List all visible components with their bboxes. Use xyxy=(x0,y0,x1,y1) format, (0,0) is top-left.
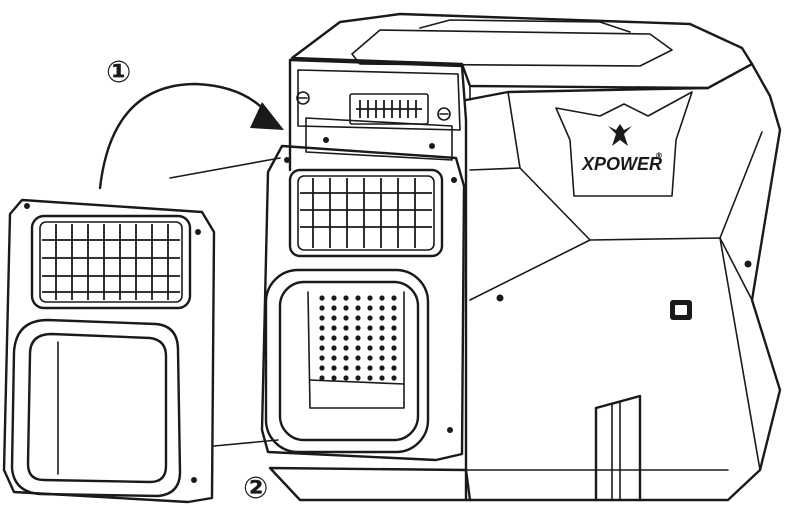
perforation-dot xyxy=(343,365,349,371)
perforation-dot xyxy=(331,345,337,351)
curved-arrow-icon xyxy=(98,82,284,190)
perforation-dot xyxy=(331,325,337,331)
perforation-dot xyxy=(367,315,373,321)
perforation-dot xyxy=(391,355,397,361)
perforation-dot xyxy=(355,335,361,341)
perforation-dot xyxy=(391,315,397,321)
brand-registered-mark: ® xyxy=(655,151,663,160)
perforation-dot xyxy=(367,355,373,361)
perforation-dot xyxy=(331,305,337,311)
perforation-dots xyxy=(319,295,397,381)
perforation-dot xyxy=(391,345,397,351)
installed-grille xyxy=(300,178,432,248)
perforation-dot xyxy=(355,295,361,301)
connector-pins xyxy=(356,100,422,118)
perforation-dot xyxy=(355,305,361,311)
perforation-dot xyxy=(379,335,385,341)
perforation-dot xyxy=(343,345,349,351)
step-1-label: ① xyxy=(106,55,131,90)
perforation-dot xyxy=(379,305,385,311)
perforation-dot xyxy=(379,295,385,301)
perforation-dot xyxy=(379,345,385,351)
perforation-dot xyxy=(379,375,385,381)
perforation-dot xyxy=(391,365,397,371)
perforation-dot xyxy=(343,335,349,341)
perforation-dot xyxy=(343,305,349,311)
perforation-dot xyxy=(319,315,325,321)
perforation-dot xyxy=(379,365,385,371)
perforation-dot xyxy=(379,355,385,361)
perforation-dot xyxy=(367,335,373,341)
perforation-dot xyxy=(391,295,397,301)
perforation-dot xyxy=(343,295,349,301)
perforation-dot xyxy=(355,345,361,351)
perforation-dot xyxy=(355,355,361,361)
perforation-dot xyxy=(379,315,385,321)
perforation-dot xyxy=(319,375,325,381)
perforation-dot xyxy=(331,295,337,301)
perforation-dot xyxy=(391,375,397,381)
dehumidifier-unit: XPOWER ® xyxy=(268,12,782,502)
perforation-dot xyxy=(319,305,325,311)
perforation-dot xyxy=(331,335,337,341)
perforation-dot xyxy=(331,365,337,371)
perforation-dot xyxy=(367,375,373,381)
perforation-dot xyxy=(355,365,361,371)
power-port-icon xyxy=(670,300,692,320)
perforation-dot xyxy=(319,355,325,361)
step-2-label: ② xyxy=(243,471,268,506)
detached-grille xyxy=(42,224,180,300)
perforation-dot xyxy=(319,295,325,301)
perforation-dot xyxy=(331,315,337,321)
perforation-dot xyxy=(379,325,385,331)
front-plate-detached xyxy=(2,198,216,504)
perforation-dot xyxy=(391,305,397,311)
perforation-dot xyxy=(343,325,349,331)
brand-text: XPOWER xyxy=(581,154,662,174)
xpower-eagle-logo-icon xyxy=(608,124,632,146)
perforation-dot xyxy=(367,345,373,351)
perforation-dot xyxy=(367,365,373,371)
perforation-dot xyxy=(355,375,361,381)
perforation-dot xyxy=(367,295,373,301)
perforation-dot xyxy=(367,305,373,311)
perforation-dot xyxy=(355,315,361,321)
perforation-dot xyxy=(343,375,349,381)
guide-line-bottom xyxy=(213,439,279,447)
perforation-dot xyxy=(367,325,373,331)
perforation-dot xyxy=(391,335,397,341)
perforation-dot xyxy=(319,345,325,351)
perforation-dot xyxy=(319,335,325,341)
perforation-dot xyxy=(319,325,325,331)
guide-line-top xyxy=(169,157,281,179)
perforation-dot xyxy=(331,355,337,361)
perforation-dot xyxy=(331,375,337,381)
perforation-dot xyxy=(355,325,361,331)
perforation-dot xyxy=(343,355,349,361)
perforation-dot xyxy=(319,365,325,371)
front-plate-installed xyxy=(260,144,466,462)
perforation-dot xyxy=(343,315,349,321)
perforation-dot xyxy=(391,325,397,331)
